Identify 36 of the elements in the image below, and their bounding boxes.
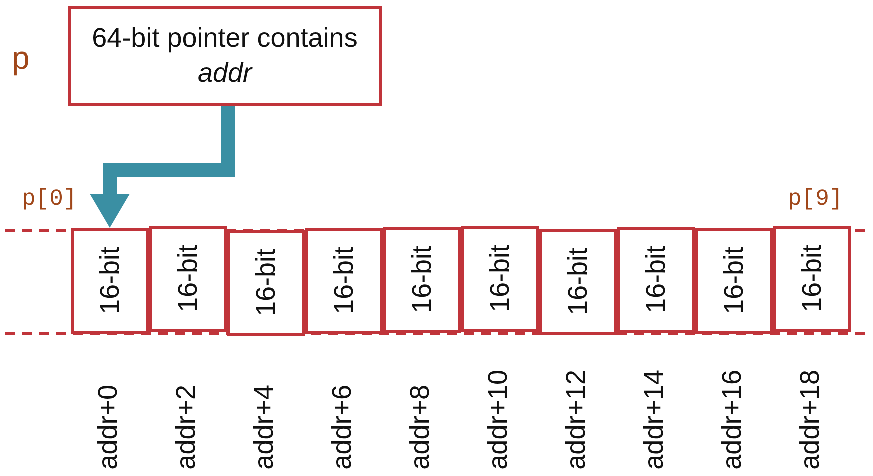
- memory-cell: [227, 230, 305, 336]
- address-label: addr+14: [639, 370, 670, 470]
- cell-size-label: 16-bit: [640, 246, 672, 314]
- memory-cell: [71, 228, 149, 334]
- memory-cell: [383, 227, 461, 333]
- address-label: addr+8: [405, 385, 436, 470]
- index-label: p[9]: [788, 186, 844, 212]
- address-label: addr+10: [483, 370, 514, 470]
- memory-cell: [539, 229, 617, 335]
- address-label: addr+6: [327, 385, 358, 470]
- cell-size-label: 16-bit: [796, 245, 828, 313]
- memory-cell: [305, 228, 383, 334]
- memory-cell: [149, 226, 227, 332]
- address-label: addr+18: [795, 370, 826, 470]
- memory-cell: [773, 226, 851, 332]
- address-label: addr+12: [561, 370, 592, 470]
- pointer-box: [68, 6, 382, 106]
- cell-size-label: 16-bit: [250, 249, 282, 317]
- address-label: addr+16: [717, 370, 748, 470]
- cell-size-label: 16-bit: [328, 247, 360, 315]
- memory-cell: [695, 228, 773, 334]
- cell-size-label: 16-bit: [484, 245, 516, 313]
- index-label: p[0]: [22, 186, 78, 212]
- cell-size-label: 16-bit: [406, 246, 438, 314]
- memory-cell: [461, 226, 539, 332]
- cell-size-label: 16-bit: [718, 247, 750, 315]
- cell-size-label: 16-bit: [172, 245, 204, 313]
- cell-size-label: 16-bit: [562, 248, 594, 316]
- cell-size-label: 16-bit: [94, 247, 126, 315]
- pointer-description: 64-bit pointer contains addr: [91, 22, 359, 90]
- memory-cell: [617, 227, 695, 333]
- address-label: addr+2: [171, 385, 202, 470]
- variable-name: p: [12, 40, 30, 77]
- address-label: addr+4: [249, 385, 280, 470]
- address-label: addr+0: [93, 385, 124, 470]
- pointer-arrow: [90, 106, 235, 228]
